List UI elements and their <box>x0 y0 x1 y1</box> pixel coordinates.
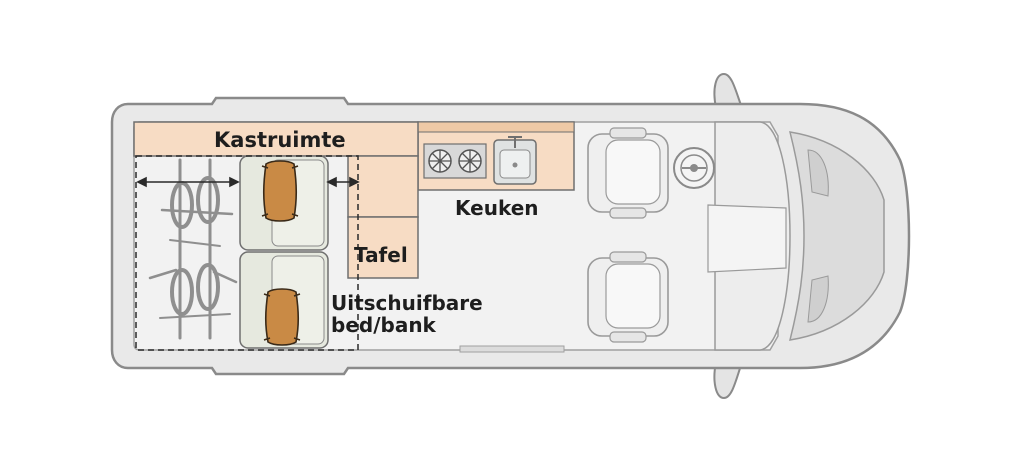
steering-wheel-icon <box>673 147 715 189</box>
passenger-seat-icon <box>587 251 669 343</box>
extension-arrow-icon <box>326 176 360 188</box>
burner-icon <box>428 149 452 173</box>
mirror-top <box>713 72 744 109</box>
window-top <box>807 149 829 197</box>
bed-bench-label-line2: bed/bank <box>331 313 436 337</box>
kitchen-label: Keuken <box>455 196 539 220</box>
bed-bench-label: Uitschuifbare bed/bank <box>331 292 483 336</box>
storage-label: Kastruimte <box>214 128 346 152</box>
width-arrow-icon <box>136 176 240 188</box>
door-rail <box>459 345 565 353</box>
table-label: Tafel <box>354 243 408 267</box>
pillow-icon <box>263 288 301 346</box>
dashboard-panel <box>707 204 787 273</box>
window-bottom <box>807 275 829 323</box>
bed-extension-outline <box>135 155 359 351</box>
table <box>347 216 419 279</box>
mirror-bottom <box>713 361 744 400</box>
kitchen-counter-strip <box>417 121 575 133</box>
bicycles-icon <box>148 158 238 340</box>
burner-icon <box>458 149 482 173</box>
sink-icon <box>493 136 537 185</box>
pillow-icon <box>261 160 299 222</box>
driver-seat-icon <box>587 127 669 219</box>
bed-bench-label-line1: Uitschuifbare <box>331 291 483 315</box>
